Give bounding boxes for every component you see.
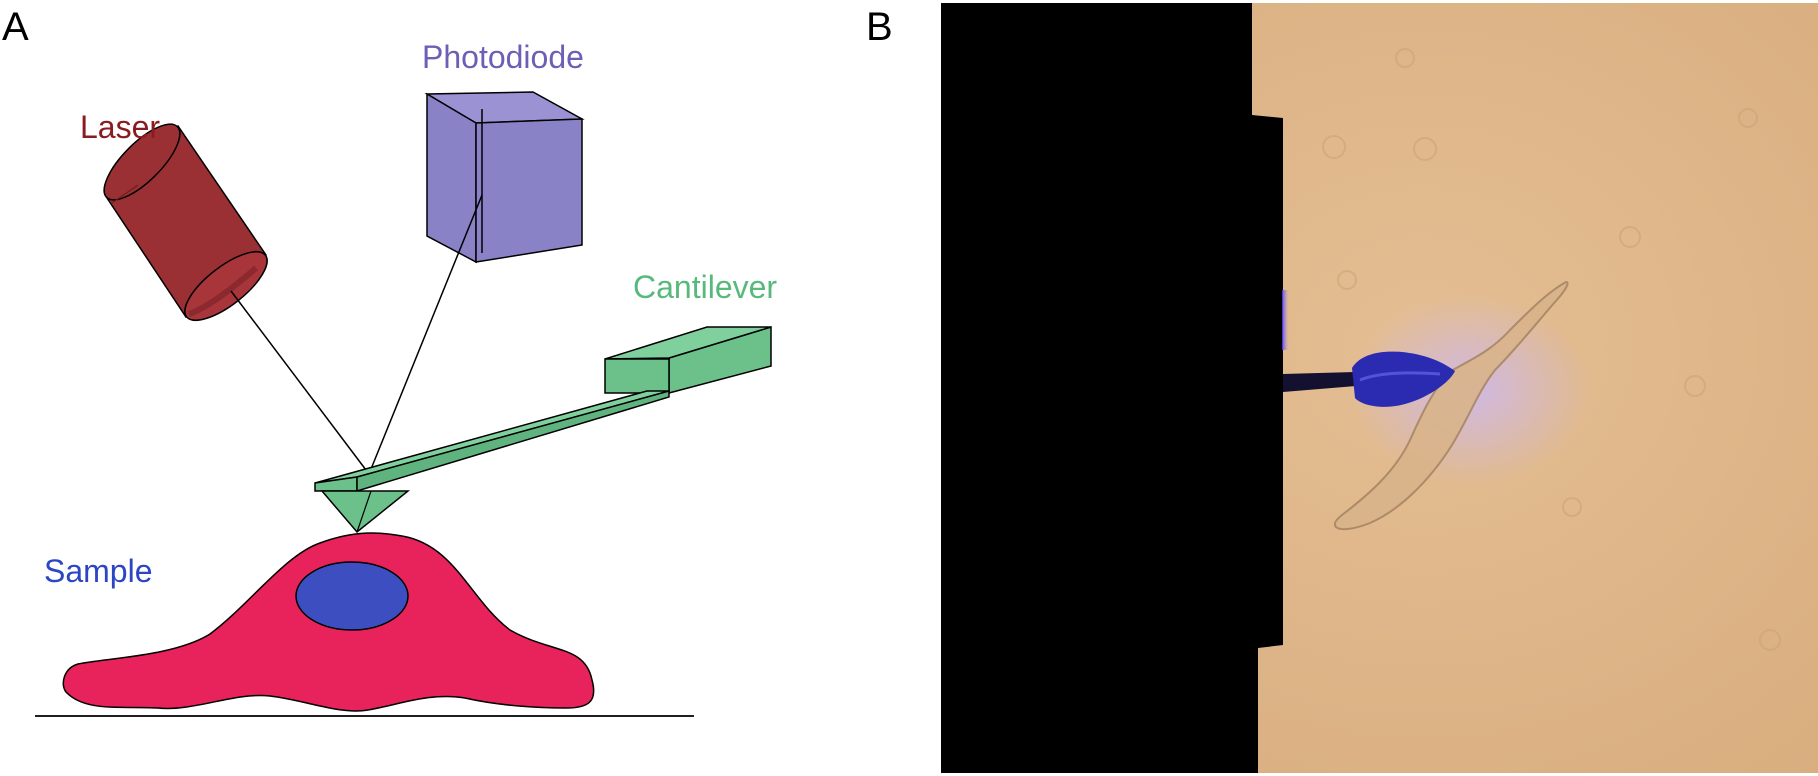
laser-label: Laser [80, 109, 160, 145]
photodiode-label: Photodiode [422, 39, 584, 75]
panel-b: B [866, 3, 1818, 773]
probe-bead [1283, 351, 1455, 407]
cantilever-device [314, 325, 772, 534]
cell-nucleus [295, 561, 409, 631]
laser-beam-incident [230, 290, 370, 475]
cantilever-base-front [604, 358, 670, 394]
cantilever-tip [320, 490, 411, 534]
micrograph [941, 3, 1818, 773]
cantilever-shadow [941, 3, 1283, 773]
background-particles [1322, 48, 1781, 651]
cantilever-label: Cantilever [633, 269, 777, 305]
photodiode-device [424, 91, 585, 264]
panel-a: A Laser Photodiode [2, 5, 777, 717]
photodiode-front [426, 92, 477, 264]
photodiode-side [475, 118, 583, 263]
sample-cell [62, 532, 595, 712]
laser-device [103, 123, 268, 321]
panel-a-letter: A [2, 5, 29, 49]
panel-b-letter: B [866, 5, 893, 49]
laser-back-end [103, 123, 181, 201]
laser-beam-reflected [368, 194, 483, 475]
cantilever-beam-top [314, 390, 670, 484]
sample-label: Sample [44, 553, 153, 589]
micrograph-cell [1334, 280, 1569, 531]
